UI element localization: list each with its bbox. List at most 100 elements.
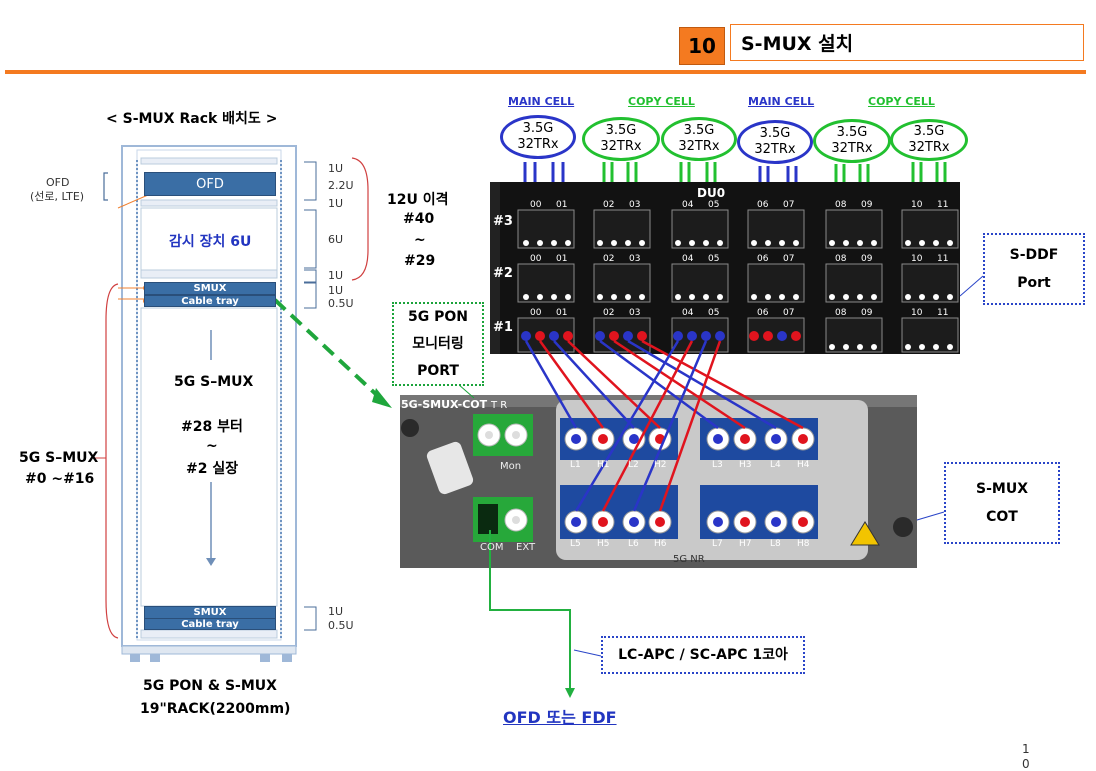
page-number-2: 0 xyxy=(1022,757,1030,771)
cot-port-label: L7 xyxy=(712,539,723,549)
mon-label: Mon xyxy=(500,461,522,472)
rack-inner-text-1: 5G S–MUX xyxy=(174,374,254,390)
slide-number-badge: 10 xyxy=(679,27,725,65)
port-label: 07 xyxy=(783,254,795,264)
port-label: 04 xyxy=(682,308,694,318)
trx-label: 32TRx xyxy=(600,139,642,154)
port-label: 11 xyxy=(937,200,949,210)
port-label: 05 xyxy=(708,200,720,210)
unit-label-3: 1U xyxy=(328,197,344,210)
smux-top-unit: SMUX xyxy=(144,282,276,295)
port-label: 08 xyxy=(835,308,847,318)
callout-line: 5G PON xyxy=(408,308,468,325)
nr-label: 5G NR xyxy=(673,554,705,565)
trx-label: 32TRx xyxy=(517,137,559,152)
cot-port-label: L1 xyxy=(570,460,581,470)
gap-label-2: #40 xyxy=(403,211,435,227)
cable-tray-top-unit: Cable tray xyxy=(144,295,276,307)
cell-label-main-2: MAIN CELL xyxy=(748,95,815,108)
cot-port-label: L8 xyxy=(770,539,781,549)
port-label: 00 xyxy=(530,308,542,318)
callout-line: 모니터링 xyxy=(412,335,464,352)
sddf-port-callout: S-DDF Port xyxy=(983,233,1085,305)
cot-port-label: H8 xyxy=(797,539,810,549)
trx-label: 32TRx xyxy=(754,142,796,157)
callout-line: S-MUX xyxy=(976,481,1028,497)
unit-label-7: 0.5U xyxy=(328,297,354,310)
port-label: 06 xyxy=(757,308,769,318)
smux-cot-callout: S-MUX COT xyxy=(944,462,1060,544)
port-label: 09 xyxy=(861,254,873,264)
ddf-row-1: #1 xyxy=(493,320,513,335)
ofd-side-label-2: (선로, LTE) xyxy=(30,190,85,203)
port-label: 00 xyxy=(530,200,542,210)
rack-inner-text-3: ~ xyxy=(206,438,218,454)
monitor-unit-label: 감시 장치 6U xyxy=(169,234,252,250)
unit-label-8: 1U xyxy=(328,605,344,618)
trx-label: 3.5G xyxy=(836,125,868,140)
port-label: 06 xyxy=(757,200,769,210)
rack-footer-2: 19"RACK(2200mm) xyxy=(140,701,291,717)
ext-label: EXT xyxy=(516,542,536,553)
port-label: 01 xyxy=(556,200,568,210)
com-label: COM xyxy=(480,542,504,553)
gap-label-3: ~ xyxy=(414,232,426,248)
trx-label: 3.5G xyxy=(605,123,637,138)
port-label: 11 xyxy=(937,254,949,264)
ofd-side-label-1: OFD xyxy=(46,176,70,189)
cot-port-label: H4 xyxy=(797,460,810,470)
gap-label-1: 12U 이격 xyxy=(387,192,449,208)
port-label: 10 xyxy=(911,308,923,318)
cot-port-label: H1 xyxy=(597,460,610,470)
port-label: 02 xyxy=(603,254,615,264)
port-label: 04 xyxy=(682,254,694,264)
port-label: 10 xyxy=(911,200,923,210)
callout-line: PORT xyxy=(417,362,459,379)
rack-title: < S-MUX Rack 배치도 > xyxy=(106,111,278,127)
trx-label: 3.5G xyxy=(913,124,945,139)
port-label: 08 xyxy=(835,200,847,210)
cot-port-label: L4 xyxy=(770,460,781,470)
port-label: 11 xyxy=(937,308,949,318)
mon-tr-label: T R xyxy=(491,400,508,411)
port-label: 10 xyxy=(911,254,923,264)
cot-port-label: H2 xyxy=(654,460,667,470)
rack-side-left-1: 5G S–MUX xyxy=(19,450,99,466)
trx-label: 3.5G xyxy=(522,121,554,136)
trx-label: 32TRx xyxy=(831,141,873,156)
trx-label: 3.5G xyxy=(683,123,715,138)
port-label: 08 xyxy=(835,254,847,264)
callout-line: COT xyxy=(986,509,1018,525)
rack-inner-text-2: #28 부터 xyxy=(181,419,243,435)
port-label: 09 xyxy=(861,308,873,318)
cot-label: 5G-SMUX-COT xyxy=(401,398,488,411)
slide-title: S-MUX 설치 xyxy=(730,24,1084,61)
pon-monitoring-callout: 5G PON 모니터링 PORT xyxy=(392,302,484,386)
port-label: 01 xyxy=(556,308,568,318)
cell-label-main-1: MAIN CELL xyxy=(508,95,575,108)
port-label: 05 xyxy=(708,308,720,318)
cot-port-label: L5 xyxy=(570,539,581,549)
ddf-row-2: #2 xyxy=(493,266,513,281)
ofd-fdf-link[interactable]: OFD 또는 FDF xyxy=(503,708,617,727)
cell-label-copy-1: COPY CELL xyxy=(628,95,695,108)
port-label: 07 xyxy=(783,308,795,318)
port-label: 02 xyxy=(603,200,615,210)
port-label: 07 xyxy=(783,200,795,210)
unit-label-4: 6U xyxy=(328,233,344,246)
unit-label-5: 1U xyxy=(328,269,344,282)
callout-line: Port xyxy=(1017,275,1051,291)
cell-label-copy-2: COPY CELL xyxy=(868,95,935,108)
cot-port-label: H7 xyxy=(739,539,752,549)
port-label: 00 xyxy=(530,254,542,264)
port-label: 01 xyxy=(556,254,568,264)
ofd-unit: OFD xyxy=(144,172,276,196)
port-label: 03 xyxy=(629,200,641,210)
cot-port-label: H3 xyxy=(739,460,752,470)
